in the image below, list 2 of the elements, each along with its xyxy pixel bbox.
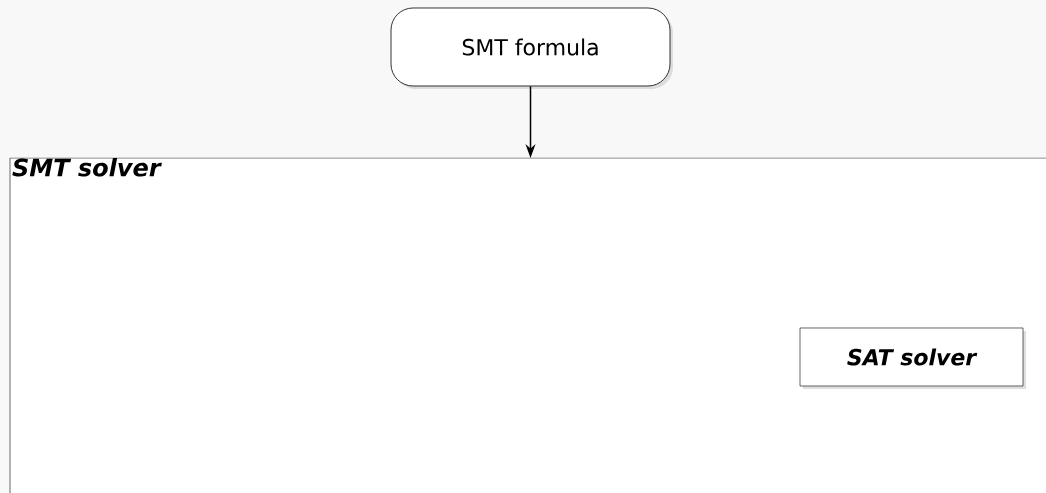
process-box: SAT solver	[799, 327, 1026, 389]
start-box: SMT formula	[390, 7, 673, 89]
